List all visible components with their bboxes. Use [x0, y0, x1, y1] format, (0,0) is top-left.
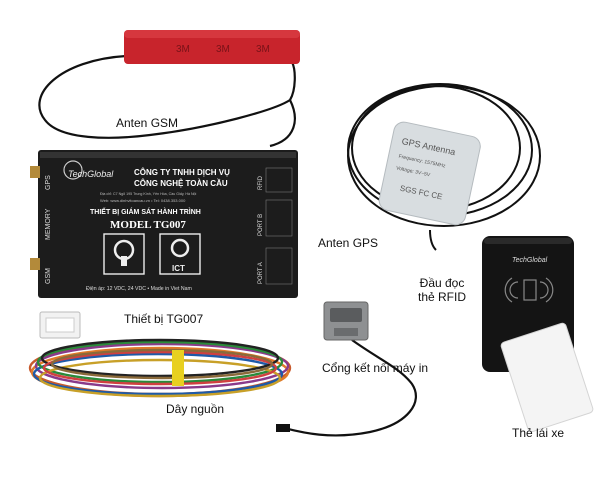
label-rfid-reader-line1: Đầu đọc — [419, 276, 465, 290]
device-product-title: THIẾT BỊ GIÁM SÁT HÀNH TRÌNH — [90, 206, 201, 216]
cable-end-plug — [276, 424, 290, 432]
device-company-line1: CÔNG TY TNHH DỊCH VỤ — [134, 168, 230, 177]
printer-port-connector — [323, 301, 369, 341]
device-model: MODEL TG007 — [110, 219, 186, 231]
printer-port-cable — [283, 339, 417, 437]
port-label-gsm: GSM — [45, 268, 52, 284]
cert-mark-right: ICT — [159, 233, 201, 275]
port-label-gps: GPS — [45, 175, 52, 190]
device-company-line2: CÔNG NGHỆ TOÀN CẦU — [134, 178, 228, 188]
power-connector — [39, 311, 81, 339]
gsm-antenna-tag: 3M — [256, 44, 270, 55]
gsm-antenna-cable — [38, 54, 296, 148]
power-cable-bundle — [28, 338, 292, 398]
gps-antenna-module: GPS Antenna Frequency: 1575MHz Voltage: … — [378, 121, 481, 226]
label-gps-antenna: Anten GPS — [318, 236, 379, 250]
label-rfid-reader: Đầu đọc thẻ RFID — [418, 276, 466, 304]
port-label-port-a: PORT A — [258, 262, 264, 284]
label-power-cable: Dây nguồn — [166, 402, 225, 416]
driver-card — [500, 322, 594, 433]
rfid-brand: TechGlobal — [512, 257, 548, 264]
gsm-antenna-tag: 3M — [216, 44, 230, 55]
label-driver-card: Thẻ lái xe — [512, 426, 565, 440]
port-label-port-b: PORT B — [258, 214, 264, 236]
device-brand: TechGlobal — [68, 169, 114, 179]
port-label-rfid: RFID — [258, 175, 264, 190]
device-tg007: GPS MEMORY GSM RFID PORT B PORT A TechGl… — [30, 150, 298, 298]
port-label-memory: MEMORY — [45, 208, 52, 240]
label-printer-port: Cổng kết nối máy in — [322, 361, 429, 375]
gsm-antenna-tag: 3M — [176, 44, 190, 55]
label-gsm-antenna: Anten GSM — [116, 116, 179, 130]
cert-mark-left — [103, 233, 145, 275]
device-address: Địa chỉ: C7 Ngõ 195 Trung Kính, Yên Hòa,… — [100, 192, 197, 196]
label-rfid-reader-line2: thẻ RFID — [418, 290, 467, 304]
cert-label: ICT — [172, 264, 185, 273]
label-device: Thiết bị TG007 — [124, 312, 204, 326]
device-spec: Điện áp: 12 VDC, 24 VDC • Made in Viet N… — [86, 286, 192, 292]
gsm-antenna: 3M 3M 3M — [124, 30, 300, 64]
device-web: Web: www.dinhvitoancau.vn • Tel: 0438.35… — [100, 198, 186, 203]
